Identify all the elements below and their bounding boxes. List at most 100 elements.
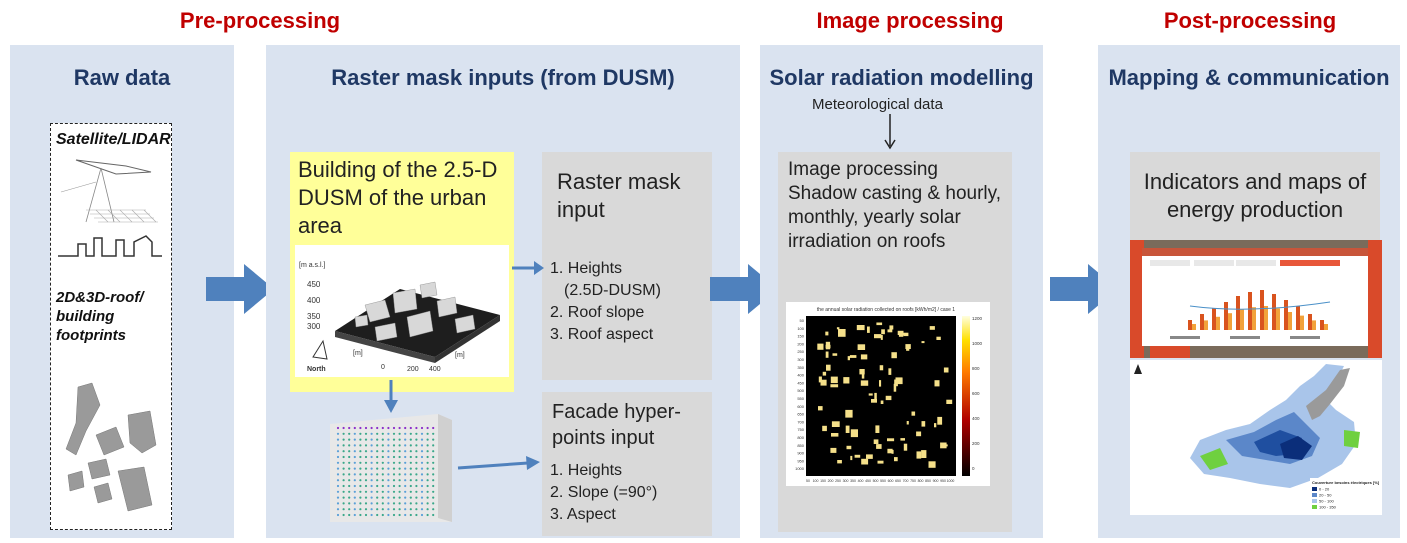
facade-point bbox=[342, 484, 345, 488]
facade-point bbox=[432, 479, 435, 482]
facade-point bbox=[370, 467, 373, 470]
raster-mask-item: 1. Heights bbox=[550, 260, 623, 277]
solar-map-y-tick: 900 bbox=[797, 451, 804, 456]
facade-point bbox=[420, 467, 424, 470]
facade-point bbox=[432, 461, 435, 464]
facade-point bbox=[364, 467, 368, 470]
facade-point bbox=[359, 467, 362, 470]
facade-point bbox=[336, 508, 340, 511]
dusm-y-tick: 450 bbox=[307, 280, 321, 289]
facade-point bbox=[426, 479, 429, 482]
facade-point bbox=[342, 461, 345, 464]
solar-roof bbox=[921, 421, 926, 427]
indicators-box bbox=[1130, 152, 1380, 242]
facade-point bbox=[415, 426, 418, 430]
solar-roof bbox=[921, 341, 925, 344]
image-processing-text: Image processing Shadow casting & hourly… bbox=[788, 158, 1010, 254]
facade-point bbox=[420, 473, 424, 476]
facade-point bbox=[392, 461, 396, 464]
facade-point bbox=[376, 484, 379, 488]
solar-roof bbox=[871, 399, 877, 403]
solar-roof bbox=[896, 378, 903, 385]
solar-map-y-tick: 750 bbox=[797, 427, 804, 432]
facade-point bbox=[370, 502, 373, 505]
facade-point bbox=[426, 467, 429, 470]
solar-map-x-tick: 950 bbox=[940, 479, 946, 483]
solar-roof bbox=[887, 438, 895, 442]
solar-map-y-tick: 150 bbox=[797, 334, 804, 339]
solar-roof bbox=[818, 376, 822, 383]
solar-roof bbox=[856, 325, 865, 331]
solar-roof bbox=[831, 433, 839, 437]
facade-point bbox=[376, 455, 379, 459]
facade-point bbox=[387, 444, 390, 447]
solar-radiation-map: the annual solar radiation collected on … bbox=[786, 302, 990, 486]
facade-point bbox=[342, 473, 345, 476]
facade-point bbox=[376, 502, 379, 505]
facade-point bbox=[364, 508, 368, 511]
dashboard-bar bbox=[1284, 300, 1288, 330]
solar-roof bbox=[877, 460, 884, 464]
facade-point bbox=[336, 490, 340, 493]
phase-postprocessing: Post-processing bbox=[1163, 8, 1337, 33]
facade-point bbox=[342, 490, 345, 493]
facade-point bbox=[432, 502, 435, 505]
facade-point bbox=[336, 513, 340, 517]
solar-roof bbox=[859, 369, 865, 375]
facade-point bbox=[348, 444, 351, 447]
facade-point bbox=[353, 502, 356, 505]
facade-point bbox=[381, 467, 384, 470]
solar-roof bbox=[934, 380, 940, 387]
facade-point bbox=[381, 513, 384, 517]
facade-point bbox=[398, 508, 401, 511]
solar-roof bbox=[866, 454, 873, 459]
facade-point bbox=[426, 461, 429, 464]
phase-preprocessing: Pre-processing bbox=[179, 8, 341, 33]
facade-point bbox=[409, 490, 412, 493]
facade-point bbox=[342, 467, 345, 470]
facade-point bbox=[420, 484, 424, 488]
facade-point bbox=[387, 484, 390, 488]
image-processing-title: Image processing bbox=[788, 159, 938, 180]
facade-point bbox=[432, 426, 435, 430]
dusm-y-unit: [m a.s.l.] bbox=[299, 262, 326, 269]
facade-point bbox=[415, 502, 418, 505]
solar-roof bbox=[916, 431, 922, 437]
facade-point bbox=[364, 490, 368, 493]
facade-point bbox=[387, 479, 390, 482]
building-dusm-text: Building of the 2.5-D DUSM of the urban … bbox=[298, 157, 498, 238]
facade-point bbox=[415, 461, 418, 464]
facade-point bbox=[342, 426, 345, 430]
facade-point bbox=[415, 455, 418, 459]
dashboard-bar bbox=[1224, 302, 1228, 330]
facade-point bbox=[398, 473, 401, 476]
facade-point bbox=[364, 455, 368, 459]
facade-point bbox=[364, 479, 368, 482]
facade-list: 1. Heights 2. Slope (=90°) 3. Aspect bbox=[550, 460, 710, 526]
facade-point bbox=[364, 450, 368, 453]
solar-map-x-tick: 250 bbox=[835, 479, 841, 483]
facade-point bbox=[404, 513, 407, 517]
solar-roof bbox=[894, 457, 898, 462]
facade-point bbox=[426, 455, 429, 459]
solar-map-x-tick: 750 bbox=[910, 479, 916, 483]
solar-map-title: the annual solar radiation collected on … bbox=[817, 307, 955, 313]
facade-point bbox=[364, 438, 368, 441]
facade-point bbox=[398, 502, 401, 505]
raster-mask-list: 1. Heights (2.5D-DUSM) 2. Roof slope 3. … bbox=[550, 258, 710, 346]
facade-point bbox=[392, 467, 396, 470]
dashboard-bar bbox=[1192, 324, 1196, 330]
arrow-dusm-to-raster bbox=[510, 258, 546, 278]
solar-colorbar-tick: 1000 bbox=[972, 341, 983, 346]
facade-point bbox=[348, 502, 351, 505]
facade-point bbox=[370, 513, 373, 517]
facade-point bbox=[381, 473, 384, 476]
facade-point bbox=[409, 484, 412, 488]
solar-roof bbox=[838, 329, 846, 337]
solar-map-x-tick: 900 bbox=[933, 479, 939, 483]
solar-roof bbox=[879, 380, 882, 387]
dashboard-bar bbox=[1236, 296, 1240, 330]
facade-point bbox=[426, 473, 429, 476]
solar-map-y-tick: 650 bbox=[797, 412, 804, 417]
facade-point bbox=[359, 490, 362, 493]
